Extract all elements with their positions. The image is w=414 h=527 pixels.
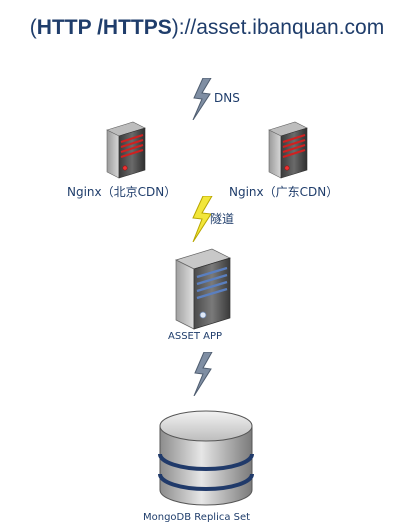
mongodb-database-icon bbox=[157, 408, 255, 508]
tunnel-label: 隧道 bbox=[210, 212, 235, 226]
nginx-beijing-server-icon bbox=[103, 120, 149, 180]
nginx-guangdong-server-icon bbox=[265, 120, 311, 180]
mongodb-label: MongoDB Replica Set bbox=[143, 512, 251, 523]
asset-app-label: ASSET APP bbox=[168, 331, 223, 342]
asset-app-server-icon bbox=[170, 246, 236, 332]
title-colon: ): bbox=[171, 16, 185, 39]
title-http: HTTP bbox=[36, 16, 92, 39]
title-url: //asset.ibanquan.com bbox=[184, 16, 385, 39]
nginx-guangdong-label: Nginx（广东CDN） bbox=[229, 185, 339, 199]
db-bolt-icon bbox=[192, 352, 214, 396]
dns-label: DNS bbox=[214, 91, 240, 105]
title-slash: / bbox=[91, 16, 103, 39]
nginx-beijing-label: Nginx（北京CDN） bbox=[67, 185, 177, 199]
title-open-paren: ( bbox=[29, 16, 37, 39]
title-https: HTTPS bbox=[102, 16, 172, 39]
dns-bolt-icon bbox=[191, 78, 213, 120]
tunnel-bolt-icon bbox=[190, 196, 214, 242]
diagram-title: (HTTP /HTTPS)://asset.ibanquan.com bbox=[0, 16, 414, 40]
